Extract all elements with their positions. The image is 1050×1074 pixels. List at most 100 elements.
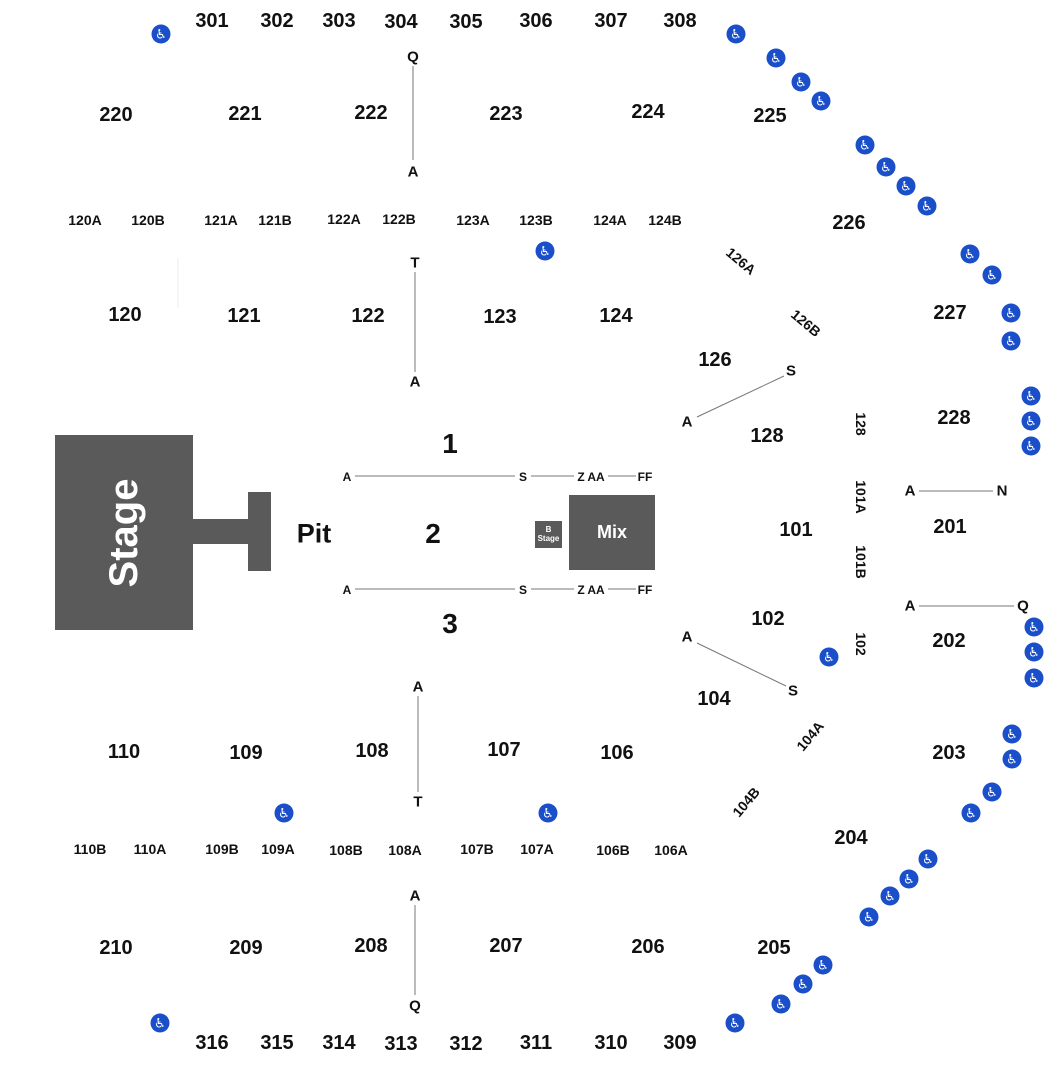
section-226[interactable]: 226: [832, 212, 866, 234]
section-110b[interactable]: 110B: [73, 841, 107, 857]
wheelchair-icon[interactable]: ♿: [1021, 436, 1041, 456]
wheelchair-icon[interactable]: ♿: [1024, 642, 1044, 662]
section-102-end[interactable]: 102: [853, 632, 869, 656]
wheelchair-icon[interactable]: ♿: [1002, 724, 1022, 744]
section-107a[interactable]: 107A: [520, 841, 554, 857]
section-314[interactable]: 314: [322, 1032, 356, 1054]
section-224[interactable]: 224: [631, 101, 665, 123]
wheelchair-icon[interactable]: ♿: [1002, 749, 1022, 769]
pit-section[interactable]: Pit: [296, 518, 332, 549]
section-223[interactable]: 223: [489, 103, 523, 125]
section-222[interactable]: 222: [354, 102, 388, 124]
section-225[interactable]: 225: [753, 105, 787, 127]
wheelchair-icon[interactable]: ♿: [766, 48, 786, 68]
wheelchair-icon[interactable]: ♿: [855, 135, 875, 155]
wheelchair-icon[interactable]: ♿: [982, 265, 1002, 285]
section-203[interactable]: 203: [932, 742, 966, 764]
section-110a[interactable]: 110A: [133, 841, 167, 857]
section-206[interactable]: 206: [631, 936, 665, 958]
wheelchair-icon[interactable]: ♿: [899, 869, 919, 889]
section-208[interactable]: 208: [354, 935, 388, 957]
wheelchair-icon[interactable]: ♿: [1024, 617, 1044, 637]
section-316[interactable]: 316: [195, 1032, 229, 1054]
section-301[interactable]: 301: [195, 10, 229, 32]
floor-section-1[interactable]: 1: [442, 428, 458, 459]
section-123[interactable]: 123: [483, 306, 517, 328]
section-109b[interactable]: 109B: [205, 841, 239, 857]
wheelchair-icon[interactable]: ♿: [917, 196, 937, 216]
section-308[interactable]: 308: [663, 10, 697, 32]
section-207[interactable]: 207: [489, 935, 523, 957]
section-312[interactable]: 312: [449, 1033, 483, 1055]
section-201[interactable]: 201: [933, 516, 967, 538]
section-109[interactable]: 109: [229, 742, 263, 764]
section-106[interactable]: 106: [600, 742, 634, 764]
wheelchair-icon[interactable]: ♿: [791, 72, 811, 92]
section-101a[interactable]: 101A: [853, 480, 869, 514]
section-123b[interactable]: 123B: [519, 212, 553, 228]
section-123a[interactable]: 123A: [456, 212, 490, 228]
wheelchair-icon[interactable]: ♿: [150, 1013, 170, 1033]
section-106b[interactable]: 106B: [596, 842, 630, 858]
section-110[interactable]: 110: [107, 741, 141, 763]
section-205[interactable]: 205: [757, 937, 791, 959]
section-120[interactable]: 120: [108, 304, 142, 326]
section-121a[interactable]: 121A: [204, 212, 238, 228]
section-303[interactable]: 303: [322, 10, 356, 32]
wheelchair-icon[interactable]: ♿: [880, 886, 900, 906]
section-311[interactable]: 311: [519, 1032, 553, 1054]
wheelchair-icon[interactable]: ♿: [918, 849, 938, 869]
section-101[interactable]: 101: [779, 519, 813, 541]
wheelchair-icon[interactable]: ♿: [1024, 668, 1044, 688]
wheelchair-icon[interactable]: ♿: [771, 994, 791, 1014]
section-307[interactable]: 307: [594, 10, 628, 32]
section-228[interactable]: 228: [937, 407, 971, 429]
section-204[interactable]: 204: [834, 827, 868, 849]
wheelchair-icon[interactable]: ♿: [961, 803, 981, 823]
section-221[interactable]: 221: [228, 103, 262, 125]
wheelchair-icon[interactable]: ♿: [1001, 331, 1021, 351]
wheelchair-icon[interactable]: ♿: [813, 955, 833, 975]
section-106a[interactable]: 106A: [654, 842, 688, 858]
section-227[interactable]: 227: [933, 302, 967, 324]
wheelchair-icon[interactable]: ♿: [1021, 411, 1041, 431]
section-310[interactable]: 310: [594, 1032, 628, 1054]
wheelchair-icon[interactable]: ♿: [859, 907, 879, 927]
section-305[interactable]: 305: [449, 11, 483, 33]
section-124b[interactable]: 124B: [648, 212, 682, 228]
section-120a[interactable]: 120A: [68, 212, 102, 228]
wheelchair-icon[interactable]: ♿: [725, 1013, 745, 1033]
section-122[interactable]: 122: [351, 305, 385, 327]
section-309[interactable]: 309: [663, 1032, 697, 1054]
section-104[interactable]: 104: [697, 688, 731, 710]
section-124a[interactable]: 124A: [593, 212, 627, 228]
section-128-end[interactable]: 128: [853, 412, 869, 436]
wheelchair-icon[interactable]: ♿: [876, 157, 896, 177]
section-108[interactable]: 108: [355, 740, 389, 762]
floor-section-3[interactable]: 3: [442, 608, 458, 639]
wheelchair-icon[interactable]: ♿: [819, 647, 839, 667]
floor-section-2[interactable]: 2: [425, 518, 441, 549]
section-306[interactable]: 306: [519, 10, 553, 32]
wheelchair-icon[interactable]: ♿: [151, 24, 171, 44]
wheelchair-icon[interactable]: ♿: [793, 974, 813, 994]
wheelchair-icon[interactable]: ♿: [538, 803, 558, 823]
section-109a[interactable]: 109A: [261, 841, 295, 857]
wheelchair-icon[interactable]: ♿: [1021, 386, 1041, 406]
section-210[interactable]: 210: [99, 937, 133, 959]
section-209[interactable]: 209: [229, 937, 263, 959]
section-121b[interactable]: 121B: [258, 212, 292, 228]
section-121[interactable]: 121: [227, 305, 261, 327]
section-304[interactable]: 304: [384, 11, 418, 33]
section-122b[interactable]: 122B: [382, 211, 416, 227]
wheelchair-icon[interactable]: ♿: [274, 803, 294, 823]
section-101b[interactable]: 101B: [853, 545, 869, 579]
section-107[interactable]: 107: [487, 739, 521, 761]
section-128[interactable]: 128: [750, 425, 784, 447]
section-122a[interactable]: 122A: [327, 211, 361, 227]
section-102[interactable]: 102: [751, 608, 785, 630]
wheelchair-icon[interactable]: ♿: [1001, 303, 1021, 323]
section-302[interactable]: 302: [260, 10, 294, 32]
section-202[interactable]: 202: [932, 630, 966, 652]
wheelchair-icon[interactable]: ♿: [726, 24, 746, 44]
